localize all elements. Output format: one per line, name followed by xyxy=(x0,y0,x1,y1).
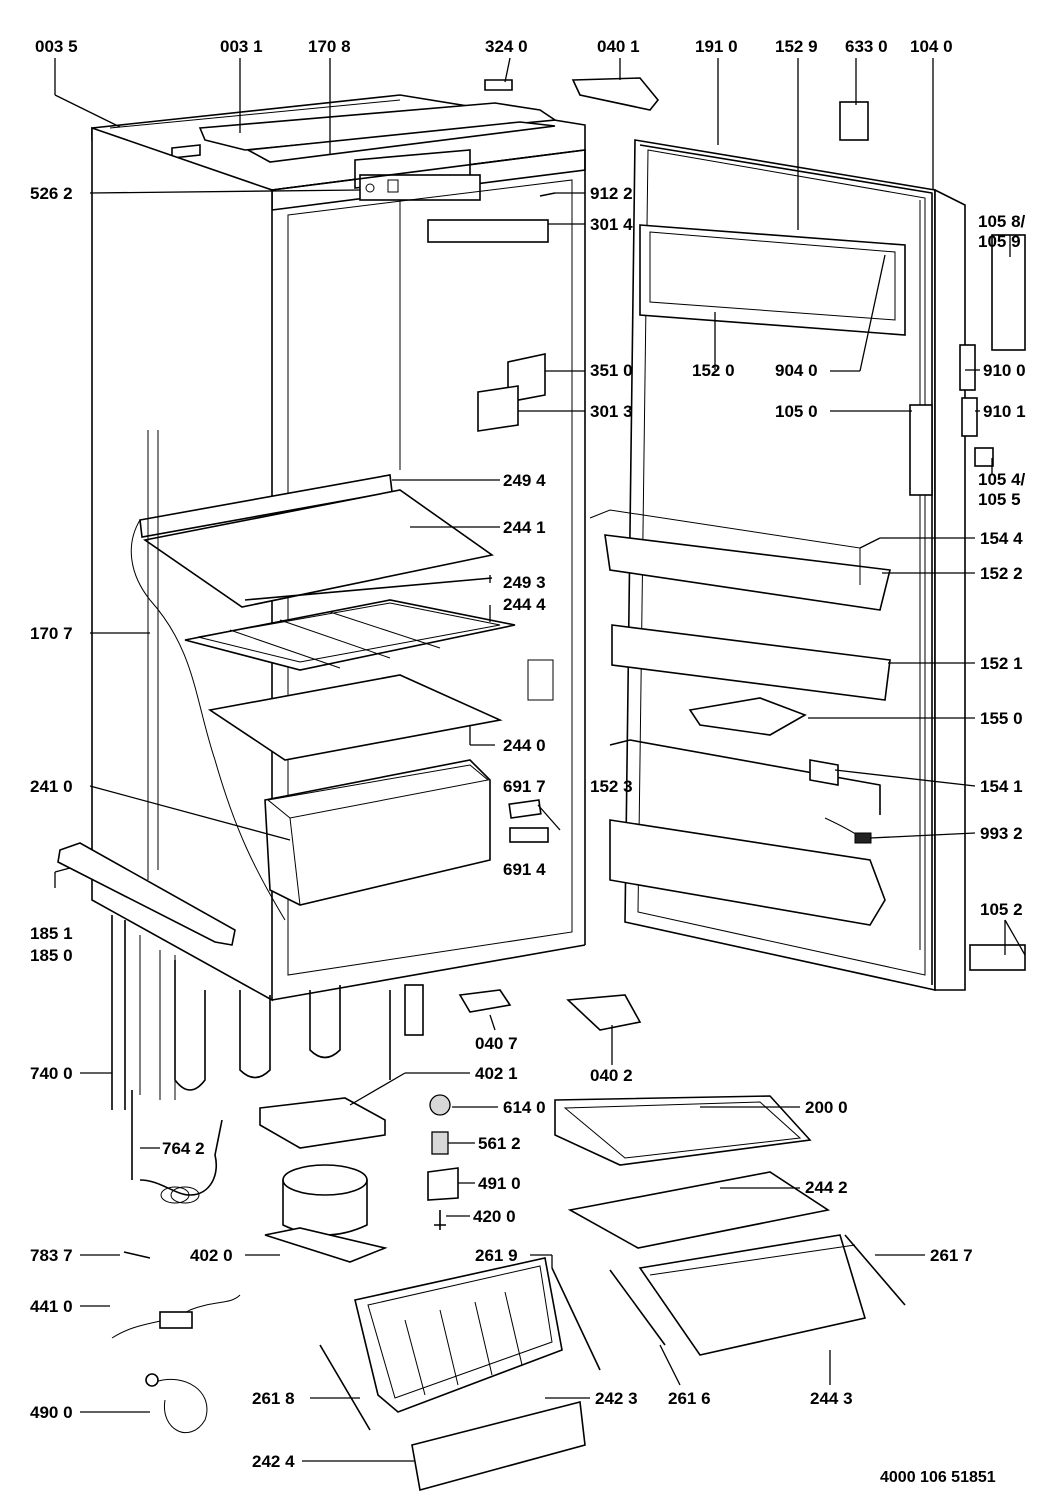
part-label: 105 2 xyxy=(980,900,1023,919)
part-label: 244 0 xyxy=(503,736,546,755)
part-label: 105 8/ xyxy=(978,212,1026,231)
part-label: 249 4 xyxy=(503,471,546,490)
part-label: 152 9 xyxy=(775,37,818,56)
leader-lines xyxy=(54,57,1026,1462)
part-label: 185 1 xyxy=(30,924,73,943)
part-label: 152 1 xyxy=(980,654,1023,673)
part-label: 154 1 xyxy=(980,777,1023,796)
part-label: 152 2 xyxy=(980,564,1023,583)
part-label: 633 0 xyxy=(845,37,888,56)
part-label: 490 0 xyxy=(30,1403,73,1422)
part-label: 040 1 xyxy=(597,37,640,56)
part-label: 170 7 xyxy=(30,624,73,643)
cabinet-body xyxy=(57,94,586,1002)
part-label: 242 4 xyxy=(252,1452,295,1471)
part-label: 155 0 xyxy=(980,709,1023,728)
part-label: 105 5 xyxy=(978,490,1021,509)
part-label: 261 6 xyxy=(668,1389,711,1408)
door-assembly xyxy=(484,77,1026,991)
part-label: 185 0 xyxy=(30,946,73,965)
part-label: 402 1 xyxy=(475,1064,518,1083)
part-label: 003 1 xyxy=(220,37,263,56)
part-label: 200 0 xyxy=(805,1098,848,1117)
part-label: 040 7 xyxy=(475,1034,518,1053)
part-label: 740 0 xyxy=(30,1064,73,1083)
condenser-assembly xyxy=(111,915,424,1263)
part-label: 242 3 xyxy=(595,1389,638,1408)
part-label: 910 1 xyxy=(983,402,1026,421)
part-label: 301 3 xyxy=(590,402,633,421)
part-label: 691 4 xyxy=(503,860,546,879)
part-label: 441 0 xyxy=(30,1297,73,1316)
part-label: 783 7 xyxy=(30,1246,73,1265)
part-label: 691 7 xyxy=(503,777,546,796)
part-label: 910 0 xyxy=(983,361,1026,380)
part-label: 351 0 xyxy=(590,361,633,380)
part-label: 993 2 xyxy=(980,824,1023,843)
part-label: 105 0 xyxy=(775,402,818,421)
part-label: 764 2 xyxy=(162,1139,205,1158)
part-label: 526 2 xyxy=(30,184,73,203)
part-label: 244 3 xyxy=(810,1389,853,1408)
part-label: 105 9 xyxy=(978,232,1021,251)
part-label: 261 9 xyxy=(475,1246,518,1265)
part-label: 003 5 xyxy=(35,37,78,56)
part-label: 561 2 xyxy=(478,1134,521,1153)
part-label: 170 8 xyxy=(308,37,351,56)
part-label: 324 0 xyxy=(485,37,528,56)
part-label: 244 2 xyxy=(805,1178,848,1197)
part-label: 040 2 xyxy=(590,1066,633,1085)
part-label: 261 8 xyxy=(252,1389,295,1408)
part-label: 420 0 xyxy=(473,1207,516,1226)
part-label: 912 2 xyxy=(590,184,633,203)
part-label: 402 0 xyxy=(190,1246,233,1265)
part-label: 154 4 xyxy=(980,529,1023,548)
part-label: 152 3 xyxy=(590,777,633,796)
part-label: 904 0 xyxy=(775,361,818,380)
part-label: 104 0 xyxy=(910,37,953,56)
part-label: 191 0 xyxy=(695,37,738,56)
part-label: 152 0 xyxy=(692,361,735,380)
part-label: 244 4 xyxy=(503,595,546,614)
part-label: 249 3 xyxy=(503,573,546,592)
part-label: 244 1 xyxy=(503,518,546,537)
part-label: 301 4 xyxy=(590,215,633,234)
part-label: 614 0 xyxy=(503,1098,546,1117)
drawing-number: 4000 106 51851 xyxy=(880,1469,996,1486)
part-label: 105 4/ xyxy=(978,470,1026,489)
part-label: 491 0 xyxy=(478,1174,521,1193)
part-label: 261 7 xyxy=(930,1246,973,1265)
freezer-parts xyxy=(111,989,906,1492)
part-label: 241 0 xyxy=(30,777,73,796)
